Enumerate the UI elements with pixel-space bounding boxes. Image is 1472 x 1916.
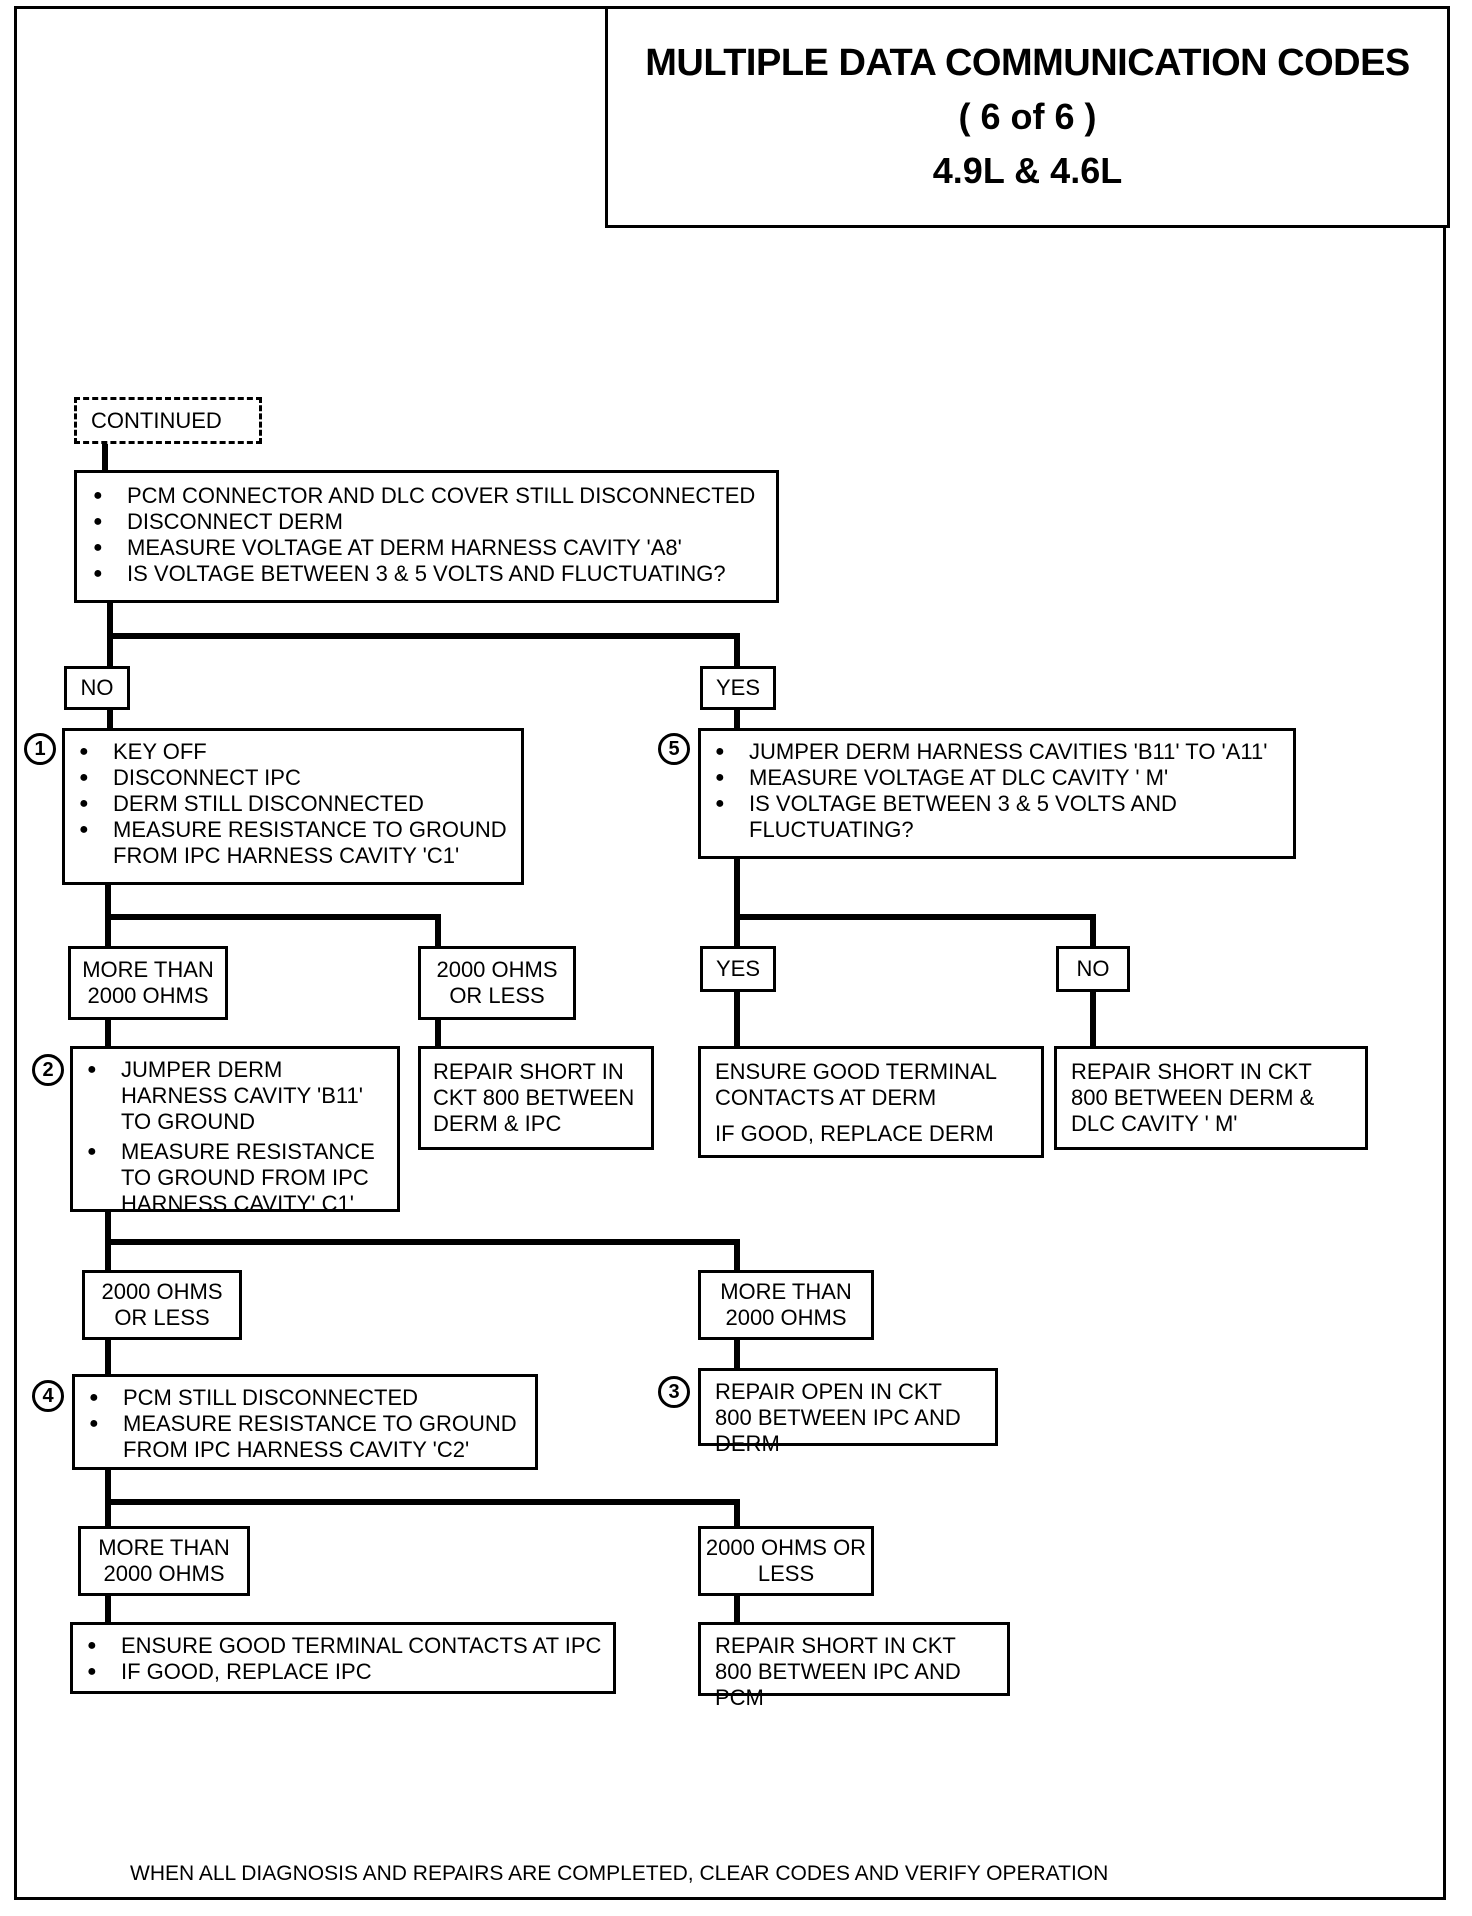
title-page-count: ( 6 of 6 ) <box>958 96 1097 137</box>
step-1-box: KEY OFF DISCONNECT IPC DERM STILL DISCON… <box>62 728 524 885</box>
step-2-marker: 2 <box>32 1054 64 1086</box>
step-5-no-label: NO <box>1056 946 1130 992</box>
continued-box: CONTINUED <box>74 397 262 444</box>
main-step-item: IS VOLTAGE BETWEEN 3 & 5 VOLTS AND FLUCT… <box>85 561 768 587</box>
step-1-marker: 1 <box>24 733 56 765</box>
step-5-item: JUMPER DERM HARNESS CAVITIES 'B11' TO 'A… <box>707 739 1287 765</box>
title-engine: 4.9L & 4.6L <box>932 150 1123 191</box>
step-4-item: MEASURE RESISTANCE TO GROUND FROM IPC HA… <box>81 1411 529 1463</box>
step-1-less-result: REPAIR SHORT IN CKT 800 BETWEEN DERM & I… <box>418 1046 654 1150</box>
step-5-yes-result: ENSURE GOOD TERMINAL CONTACTS AT DERM IF… <box>698 1046 1044 1158</box>
step-5-no-result: REPAIR SHORT IN CKT 800 BETWEEN DERM & D… <box>1054 1046 1368 1150</box>
title-block: MULTIPLE DATA COMMUNICATION CODES ( 6 of… <box>605 6 1450 228</box>
step-4-more-result-item: ENSURE GOOD TERMINAL CONTACTS AT IPC <box>79 1633 607 1659</box>
branch-no-label: NO <box>64 666 130 710</box>
step-5-yes-result-line: ENSURE GOOD TERMINAL CONTACTS AT DERM <box>715 1059 997 1110</box>
step-5-marker: 5 <box>658 733 690 765</box>
step-4-marker: 4 <box>32 1380 64 1412</box>
step-1-item: DISCONNECT IPC <box>71 765 515 791</box>
footer-note: WHEN ALL DIAGNOSIS AND REPAIRS ARE COMPL… <box>130 1862 1109 1885</box>
step-2-item: MEASURE RESISTANCE TO GROUND FROM IPC HA… <box>79 1139 391 1217</box>
step-2-more-label: MORE THAN 2000 OHMS <box>698 1270 874 1340</box>
step-3-marker: 3 <box>658 1376 690 1408</box>
step-4-more-label: MORE THAN 2000 OHMS <box>78 1526 250 1596</box>
step-2-item: JUMPER DERM HARNESS CAVITY 'B11' TO GROU… <box>79 1057 391 1135</box>
step-4-more-result: ENSURE GOOD TERMINAL CONTACTS AT IPC IF … <box>70 1622 616 1694</box>
branch-yes-label: YES <box>700 666 776 710</box>
step-4-less-label: 2000 OHMS OR LESS <box>698 1526 874 1596</box>
step-5-item: MEASURE VOLTAGE AT DLC CAVITY ' M' <box>707 765 1287 791</box>
step-1-item: MEASURE RESISTANCE TO GROUND FROM IPC HA… <box>71 817 515 869</box>
step-2-box: JUMPER DERM HARNESS CAVITY 'B11' TO GROU… <box>70 1046 400 1216</box>
main-step-item: MEASURE VOLTAGE AT DERM HARNESS CAVITY '… <box>85 535 768 561</box>
step-2-less-label: 2000 OHMS OR LESS <box>82 1270 242 1340</box>
main-step-item: DISCONNECT DERM <box>85 509 768 535</box>
step-4-item: PCM STILL DISCONNECTED <box>81 1385 529 1411</box>
title-main: MULTIPLE DATA COMMUNICATION CODES <box>645 42 1410 84</box>
step-1-item: KEY OFF <box>71 739 515 765</box>
step-5-item: IS VOLTAGE BETWEEN 3 & 5 VOLTS AND FLUCT… <box>707 791 1287 843</box>
step-4-box: PCM STILL DISCONNECTED MEASURE RESISTANC… <box>72 1374 538 1470</box>
step-4-less-result: REPAIR SHORT IN CKT 800 BETWEEN IPC AND … <box>698 1622 1010 1710</box>
step-3-box: REPAIR OPEN IN CKT 800 BETWEEN IPC AND D… <box>698 1368 998 1456</box>
main-step-item: PCM CONNECTOR AND DLC COVER STILL DISCON… <box>85 483 768 509</box>
main-step-box: PCM CONNECTOR AND DLC COVER STILL DISCON… <box>74 470 779 603</box>
step-1-more-label: MORE THAN 2000 OHMS <box>68 946 228 1020</box>
step-4-more-result-item: IF GOOD, REPLACE IPC <box>79 1659 607 1685</box>
step-1-less-label: 2000 OHMS OR LESS <box>418 946 576 1020</box>
step-1-item: DERM STILL DISCONNECTED <box>71 791 515 817</box>
step-5-box: JUMPER DERM HARNESS CAVITIES 'B11' TO 'A… <box>698 728 1296 859</box>
continued-label: CONTINUED <box>91 407 222 433</box>
step-5-yes-label: YES <box>700 946 776 992</box>
step-5-yes-result-line: IF GOOD, REPLACE DERM <box>715 1121 994 1146</box>
